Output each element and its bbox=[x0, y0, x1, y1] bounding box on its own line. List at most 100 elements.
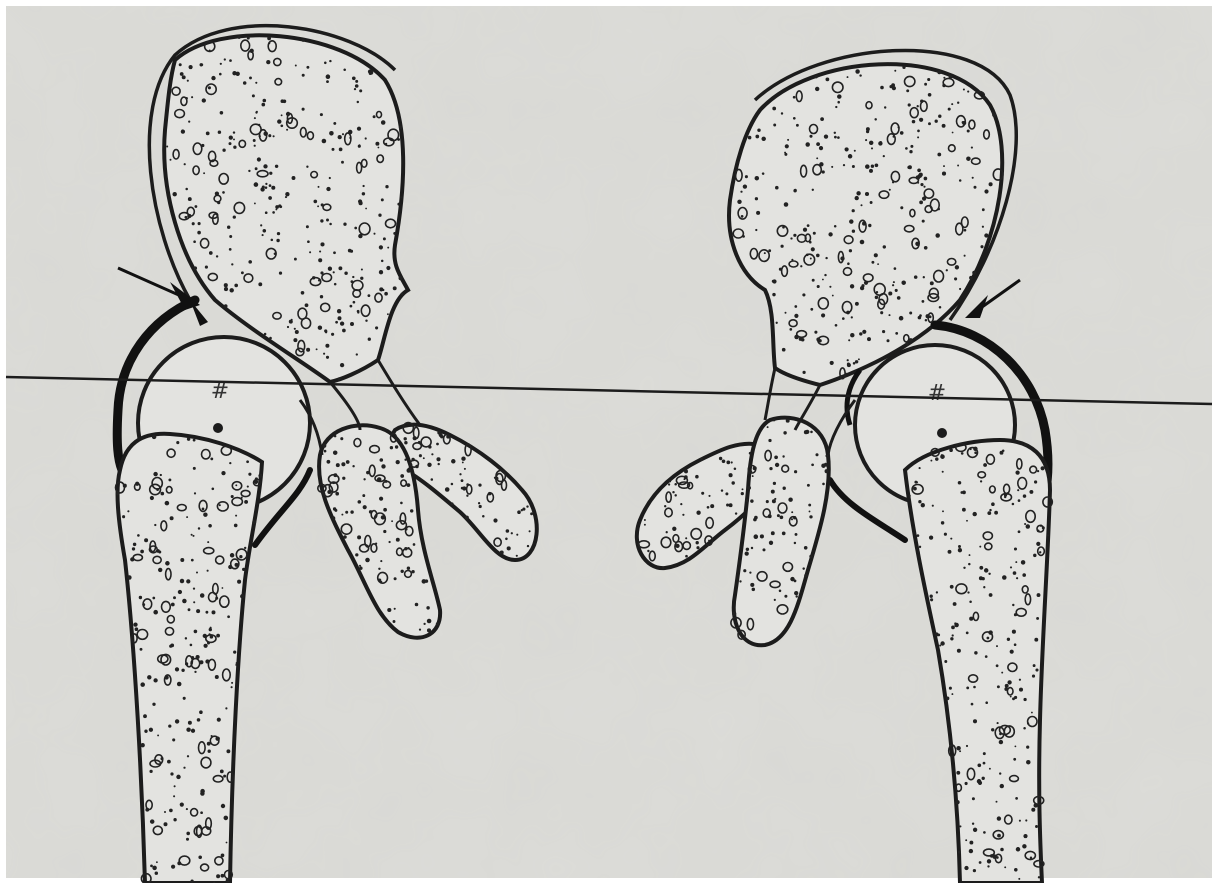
stipple-dot bbox=[381, 198, 384, 201]
stipple-dot bbox=[739, 580, 741, 582]
stipple-dot bbox=[909, 495, 911, 497]
stipple-dot bbox=[964, 229, 967, 232]
stipple-dot bbox=[229, 288, 233, 292]
stipple-dot bbox=[749, 452, 752, 455]
stipple-dot bbox=[334, 435, 337, 438]
stipple-dot bbox=[980, 480, 982, 482]
stipple-dot bbox=[186, 579, 190, 583]
stipple-dot bbox=[149, 728, 153, 732]
stipple-dot bbox=[281, 99, 285, 103]
stipple-dot bbox=[974, 651, 977, 654]
stipple-dot bbox=[834, 132, 836, 134]
stipple-dot bbox=[748, 136, 752, 140]
stipple-dot bbox=[160, 474, 162, 476]
stipple-dot bbox=[254, 202, 256, 204]
stipple-dot bbox=[221, 874, 225, 878]
stipple-dot bbox=[218, 130, 221, 133]
stipple-dot bbox=[208, 750, 211, 753]
stipple-dot bbox=[967, 591, 969, 593]
stipple-dot bbox=[867, 337, 871, 341]
stipple-dot bbox=[359, 89, 362, 92]
stipple-dot bbox=[974, 451, 977, 454]
stipple-dot bbox=[500, 550, 504, 554]
stipple-dot bbox=[140, 550, 144, 554]
stipple-dot bbox=[326, 80, 329, 83]
stipple-dot bbox=[942, 124, 946, 128]
stipple-dot bbox=[824, 134, 828, 138]
stipple-dot bbox=[516, 534, 518, 536]
stipple-dot bbox=[324, 450, 327, 453]
stipple-dot bbox=[326, 187, 330, 191]
stipple-dot bbox=[917, 534, 920, 537]
stipple-dot bbox=[326, 356, 329, 359]
stipple-dot bbox=[729, 503, 733, 507]
stipple-dot bbox=[682, 514, 684, 516]
stipple-dot bbox=[248, 473, 251, 476]
stipple-dot bbox=[369, 72, 372, 75]
stipple-dot bbox=[855, 360, 858, 363]
stipple-dot bbox=[1025, 819, 1027, 821]
stipple-dot bbox=[816, 142, 820, 146]
stipple-dot bbox=[234, 284, 238, 288]
stipple-dot bbox=[216, 874, 220, 878]
stipple-dot bbox=[320, 242, 324, 246]
stipple-dot bbox=[1022, 844, 1026, 848]
stipple-dot bbox=[1019, 820, 1021, 822]
stipple-dot bbox=[794, 470, 797, 473]
stipple-dot bbox=[874, 118, 876, 120]
stipple-dot bbox=[990, 854, 994, 858]
stipple-dot bbox=[365, 137, 367, 139]
stipple-dot bbox=[725, 492, 728, 495]
stipple-dot bbox=[357, 101, 359, 103]
stipple-dot bbox=[862, 222, 866, 226]
stipple-dot bbox=[775, 186, 779, 190]
stipple-dot bbox=[774, 359, 776, 361]
stipple-dot bbox=[294, 328, 296, 330]
stipple-dot bbox=[809, 515, 812, 518]
stipple-dot bbox=[305, 303, 309, 307]
stipple-dot bbox=[834, 225, 837, 228]
stipple-dot bbox=[359, 201, 363, 205]
stipple-dot bbox=[187, 755, 189, 757]
stipple-dot bbox=[200, 593, 205, 598]
stipple-dot bbox=[1006, 492, 1009, 495]
stipple-dot bbox=[360, 277, 363, 280]
stipple-dot bbox=[1018, 878, 1020, 880]
stipple-dot bbox=[1012, 630, 1016, 634]
stipple-dot bbox=[793, 117, 796, 120]
stipple-dot bbox=[237, 36, 240, 39]
stipple-dot bbox=[212, 488, 215, 491]
stipple-dot bbox=[774, 498, 776, 500]
stipple-dot bbox=[973, 869, 976, 872]
stipple-dot bbox=[377, 477, 382, 482]
stipple-dot bbox=[348, 130, 352, 134]
stipple-dot bbox=[231, 686, 233, 688]
stipple-dot bbox=[1014, 696, 1017, 699]
stipple-dot bbox=[1024, 443, 1027, 446]
stipple-dot bbox=[850, 333, 854, 337]
stipple-dot bbox=[141, 743, 145, 747]
stipple-dot bbox=[193, 587, 195, 589]
stipple-dot bbox=[973, 512, 977, 516]
stipple-dot bbox=[996, 801, 998, 803]
stipple-dot bbox=[379, 287, 383, 291]
stipple-dot bbox=[391, 520, 393, 522]
stipple-dot bbox=[353, 424, 357, 428]
stipple-dot bbox=[719, 457, 722, 460]
stipple-dot bbox=[917, 182, 919, 184]
stipple-dot bbox=[482, 515, 485, 518]
stipple-dot bbox=[695, 475, 699, 479]
stipple-dot bbox=[426, 606, 429, 609]
stipple-dot bbox=[936, 591, 938, 593]
stipple-dot bbox=[807, 484, 810, 487]
stipple-dot bbox=[964, 866, 968, 870]
stipple-dot bbox=[835, 106, 837, 108]
stipple-dot bbox=[329, 60, 331, 62]
stipple-dot bbox=[338, 266, 342, 270]
stipple-dot bbox=[437, 431, 441, 435]
stipple-dot bbox=[892, 86, 896, 90]
stipple-dot bbox=[419, 629, 421, 631]
stipple-dot bbox=[779, 268, 782, 271]
stipple-dot bbox=[132, 547, 135, 550]
